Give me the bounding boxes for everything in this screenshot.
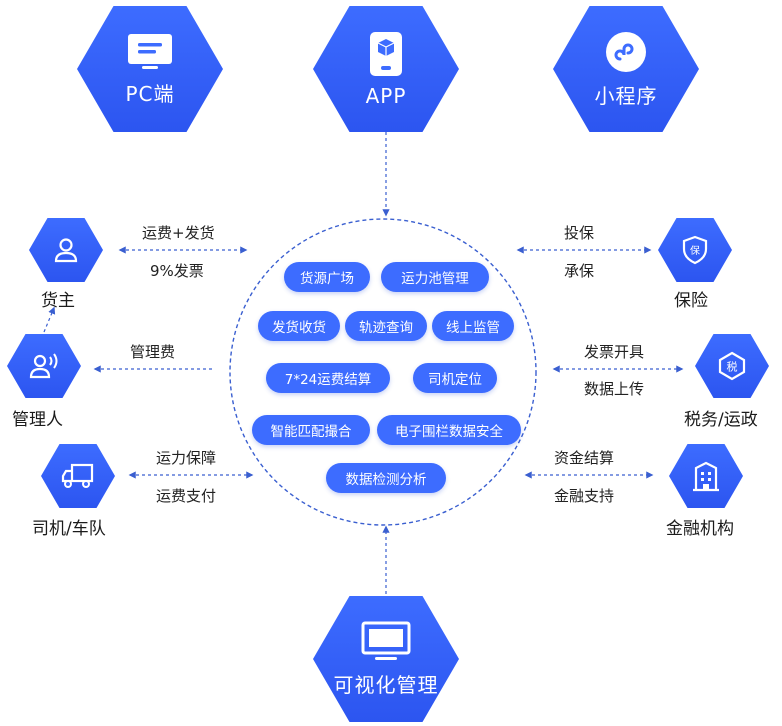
edge-label-driver-bottom: 运费支付 xyxy=(156,487,217,505)
feature-pill-capacity-pool[interactable]: 运力池管理 xyxy=(381,262,489,292)
edge-label-insurance-top: 投保 xyxy=(564,224,595,242)
svg-text:保: 保 xyxy=(690,244,700,257)
feature-pill-freight-settlement[interactable]: 7*24运费结算 xyxy=(266,363,390,393)
feature-pill-ship-receive[interactable]: 发货收货 xyxy=(258,311,340,341)
user-icon xyxy=(54,238,78,263)
edge-label-driver-top: 运力保障 xyxy=(156,449,217,467)
finance-label: 金融机构 xyxy=(666,519,734,539)
driver-label: 司机/车队 xyxy=(32,519,106,539)
visualization-hexagon[interactable]: 可视化管理 xyxy=(313,596,459,722)
center-circle xyxy=(229,218,537,526)
edge-label-shipper-top: 运费+发货 xyxy=(142,224,215,242)
shipper-label: 货主 xyxy=(41,291,75,311)
feature-pill-track-query[interactable]: 轨迹查询 xyxy=(345,311,427,341)
feature-pill-geofence-security[interactable]: 电子围栏数据安全 xyxy=(377,415,521,445)
shield-icon: 保 xyxy=(682,235,708,265)
tax-label: 税务/运政 xyxy=(684,410,758,430)
insurance-label: 保险 xyxy=(674,291,708,311)
user-voice-icon xyxy=(29,353,58,379)
edge-label-manager: 管理费 xyxy=(130,343,176,361)
display-icon xyxy=(361,621,411,660)
mini-program-icon xyxy=(606,31,646,72)
building-icon xyxy=(693,461,719,492)
edge-label-insurance-bottom: 承保 xyxy=(564,262,595,280)
manager-to-shipper-connector xyxy=(43,306,56,333)
phone-icon xyxy=(370,32,402,76)
truck-icon xyxy=(61,463,94,488)
feature-pill-driver-location[interactable]: 司机定位 xyxy=(413,363,497,393)
svg-text:税: 税 xyxy=(727,360,738,374)
edge-label-tax-top: 发票开具 xyxy=(584,343,645,361)
monitor-icon xyxy=(128,33,172,69)
app-hexagon[interactable]: APP xyxy=(313,6,459,132)
edge-label-finance-top: 资金结算 xyxy=(554,449,615,467)
visualization-label: 可视化管理 xyxy=(333,672,439,697)
mini-program-label: 小程序 xyxy=(594,83,658,108)
feature-pill-supply-square[interactable]: 货源广场 xyxy=(284,262,370,292)
feature-pill-smart-matching[interactable]: 智能匹配撮合 xyxy=(252,415,370,445)
edge-label-shipper-bottom: 9%发票 xyxy=(150,262,204,280)
edge-label-tax-bottom: 数据上传 xyxy=(584,380,645,398)
manager-label: 管理人 xyxy=(12,410,63,430)
app-label: APP xyxy=(365,84,407,108)
pc-label: PC端 xyxy=(125,81,175,106)
feature-pill-data-analysis[interactable]: 数据检测分析 xyxy=(326,463,446,493)
tax-icon: 税 xyxy=(718,351,746,381)
edge-label-finance-bottom: 金融支持 xyxy=(554,487,615,505)
feature-pill-online-supervision[interactable]: 线上监管 xyxy=(432,311,514,341)
